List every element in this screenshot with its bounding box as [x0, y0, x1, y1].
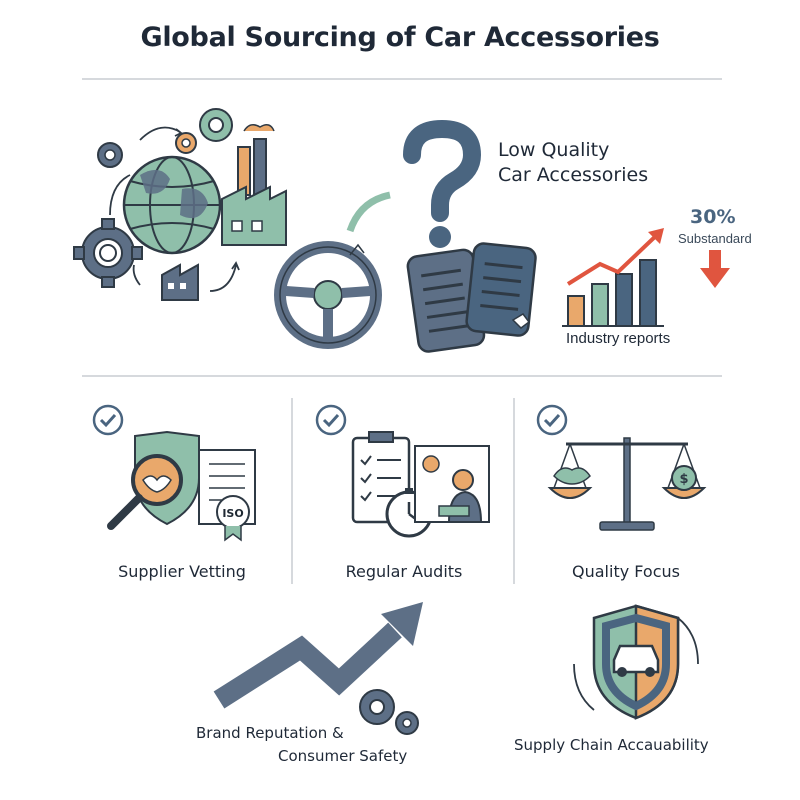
scale-icon: $	[547, 437, 707, 531]
problem-heading: Low Quality Car Accessories	[498, 138, 648, 188]
check-icon	[92, 404, 124, 436]
gear-icon	[359, 689, 419, 735]
gear-icon	[73, 218, 143, 288]
substandard-label: Substandard	[678, 231, 752, 246]
brand-reputation-line1: Brand Reputation &	[196, 724, 344, 742]
page-title: Global Sourcing of Car Accessories	[140, 22, 660, 53]
pillar-label-regular-audits: Regular Audits	[345, 562, 463, 581]
question-mark-icon	[403, 119, 482, 248]
pillar-divider-1	[291, 398, 293, 584]
check-icon	[315, 404, 347, 436]
svg-text:$: $	[679, 472, 688, 487]
down-arrow-icon	[700, 250, 730, 288]
gear-icon	[97, 142, 123, 168]
steering-wheel-icon	[274, 241, 382, 349]
regular-audits-illustration	[351, 431, 490, 538]
floor-mat-icon	[406, 242, 537, 353]
globe-icon	[122, 155, 222, 255]
problem-heading-line1: Low Quality	[498, 139, 610, 161]
magnifier-icon	[107, 454, 183, 530]
trend-arrow-icon	[213, 602, 423, 709]
iso-badge-text: ISO	[222, 507, 243, 520]
substandard-percentage: 30%	[690, 206, 736, 228]
problem-heading-line2: Car Accessories	[498, 164, 649, 186]
brand-reputation-label: Brand Reputation & Consumer Safety	[196, 722, 407, 768]
handshake-icon	[553, 467, 591, 485]
brand-reputation-line2: Consumer Safety	[278, 747, 408, 765]
factory-icon	[161, 263, 199, 301]
factory-icon	[221, 124, 287, 246]
global-sourcing-illustration	[73, 108, 287, 301]
pillar-label-quality-focus: Quality Focus	[572, 562, 680, 581]
inspector-icon	[414, 445, 490, 523]
certificate-icon: ISO	[198, 449, 256, 542]
check-icon	[536, 404, 568, 436]
bar-chart-icon	[562, 228, 664, 327]
middle-divider	[82, 375, 722, 377]
chart-caption: Industry reports	[566, 330, 671, 347]
pillar-label-supplier-vetting: Supplier Vetting	[118, 562, 246, 581]
pillar-divider-2	[513, 398, 515, 584]
gear-icon	[175, 108, 233, 154]
supplier-vetting-illustration: ISO	[107, 430, 256, 542]
top-divider	[82, 78, 722, 80]
car-shield-icon	[573, 604, 699, 720]
quality-problem-illustration	[274, 119, 482, 349]
supply-chain-label: Supply Chain Accauability	[514, 736, 709, 754]
